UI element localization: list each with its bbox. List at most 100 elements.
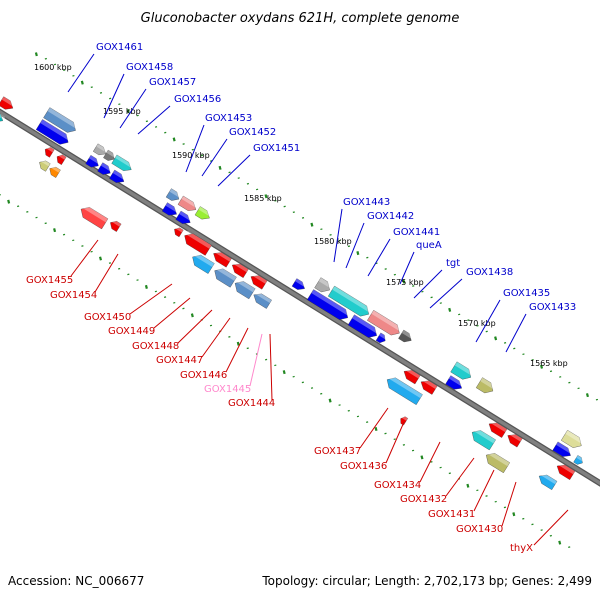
forward-feature xyxy=(398,329,414,343)
forward-feature xyxy=(573,455,585,465)
leader-line xyxy=(103,73,125,119)
forward-feature-shape xyxy=(306,289,348,320)
leader-line xyxy=(367,238,391,277)
gene-label: GOX1442 xyxy=(345,211,414,269)
forward-feature xyxy=(175,210,193,224)
reverse-feature-shape xyxy=(420,380,438,395)
reverse-feature-shade xyxy=(421,377,438,389)
reverse-feature-shape xyxy=(110,220,122,232)
gene-label: GOX1452 xyxy=(201,127,276,177)
reverse-feature-shape xyxy=(386,377,423,405)
tick-mark-lower xyxy=(236,341,240,346)
gene-label: GOX1451 xyxy=(217,143,300,187)
forward-feature-shade xyxy=(100,162,113,172)
gene-name: thyX xyxy=(510,543,533,554)
leader-line xyxy=(413,269,443,299)
reverse-feature xyxy=(110,218,122,232)
tick-mark-lower xyxy=(512,512,516,517)
gene-name: tgt xyxy=(446,258,460,269)
forward-feature-shape xyxy=(327,285,369,317)
gene-name: GOX1436 xyxy=(340,461,387,472)
reverse-feature-shape xyxy=(234,281,256,300)
gene-label: GOX1433 xyxy=(505,302,576,353)
gene-name: GOX1455 xyxy=(26,275,73,286)
forward-feature-shape xyxy=(97,162,111,175)
leader-line xyxy=(333,208,343,263)
gene-label: GOX1430 xyxy=(456,481,517,535)
forward-feature xyxy=(314,277,333,293)
leader-line xyxy=(429,278,463,309)
leader-line xyxy=(94,253,119,293)
reverse-feature xyxy=(49,164,61,178)
reverse-feature-shade xyxy=(473,427,496,444)
forward-feature-shape xyxy=(314,277,330,293)
forward-feature xyxy=(85,155,102,168)
accession-label: Accession: NC_006677 xyxy=(8,574,144,588)
forward-feature-shape xyxy=(103,149,115,161)
forward-feature-shape xyxy=(109,169,125,183)
forward-feature-shape xyxy=(0,96,14,110)
gene-name: GOX1441 xyxy=(393,227,440,238)
gene-label: GOX1447 xyxy=(156,317,231,366)
tick-mark-upper xyxy=(402,279,406,284)
leader-line xyxy=(249,333,263,387)
forward-feature-shade xyxy=(106,150,117,159)
leader-line xyxy=(137,105,171,135)
tick-mark-lower xyxy=(7,199,11,204)
forward-feature xyxy=(103,149,117,161)
reverse-feature xyxy=(213,249,232,268)
leader-line xyxy=(269,333,273,401)
reverse-feature-shade xyxy=(235,278,256,293)
tick-mark-upper xyxy=(448,307,452,312)
reverse-feature xyxy=(253,290,272,309)
gene-label: GOX1435 xyxy=(475,288,550,343)
gene-label: GOX1456 xyxy=(137,94,221,135)
reverse-feature-shade xyxy=(185,230,212,249)
leader-line xyxy=(359,407,389,449)
gene-name: GOX1444 xyxy=(228,398,275,409)
tick-mark-lower xyxy=(466,483,470,488)
gene-name: GOX1449 xyxy=(108,326,155,337)
reverse-feature-shape xyxy=(486,453,510,474)
tick-mark-upper xyxy=(126,109,130,114)
forward-feature-shape xyxy=(175,210,191,224)
forward-feature-shape xyxy=(552,441,571,457)
leader-line xyxy=(119,88,147,129)
reverse-feature xyxy=(174,225,184,238)
reverse-feature xyxy=(420,377,438,395)
reverse-feature-shade xyxy=(45,145,55,153)
forward-feature-shade xyxy=(454,361,474,376)
forward-feature-shape xyxy=(445,375,462,390)
reverse-feature-shade xyxy=(232,260,249,273)
tick-mark-upper xyxy=(540,364,544,369)
forward-feature-shade xyxy=(556,441,574,455)
reverse-feature xyxy=(192,251,215,274)
gene-name: GOX1430 xyxy=(456,524,503,535)
forward-feature-shape xyxy=(291,278,305,290)
forward-feature-shape xyxy=(367,309,400,336)
gene-name: GOX1461 xyxy=(96,42,143,53)
forward-feature xyxy=(367,309,403,336)
forward-feature-shape xyxy=(450,361,471,380)
gene-name: GOX1458 xyxy=(126,62,173,73)
forward-feature-shape xyxy=(375,332,386,343)
gene-label: GOX1436 xyxy=(340,421,405,472)
backbone-line-core xyxy=(0,109,600,486)
reverse-feature-shape xyxy=(488,422,508,438)
forward-feature-shade xyxy=(0,110,6,120)
gene-label: GOX1454 xyxy=(50,253,119,301)
gene-label: GOX1449 xyxy=(108,297,191,337)
gene-label: GOX1453 xyxy=(185,113,252,173)
reverse-feature-shape xyxy=(39,160,51,172)
reverse-feature-shape xyxy=(253,293,272,309)
gene-label: GOX1443 xyxy=(333,197,390,263)
forward-feature xyxy=(552,441,574,457)
gene-label: GOX1461 xyxy=(67,42,143,93)
gene-label: GOX1450 xyxy=(84,283,173,323)
reverse-feature-shade xyxy=(175,225,184,233)
leader-line xyxy=(445,457,475,497)
gene-name: GOX1452 xyxy=(229,127,276,138)
gene-name: GOX1451 xyxy=(253,143,300,154)
forward-feature-shape xyxy=(194,206,210,220)
reverse-feature-shape xyxy=(232,263,249,278)
